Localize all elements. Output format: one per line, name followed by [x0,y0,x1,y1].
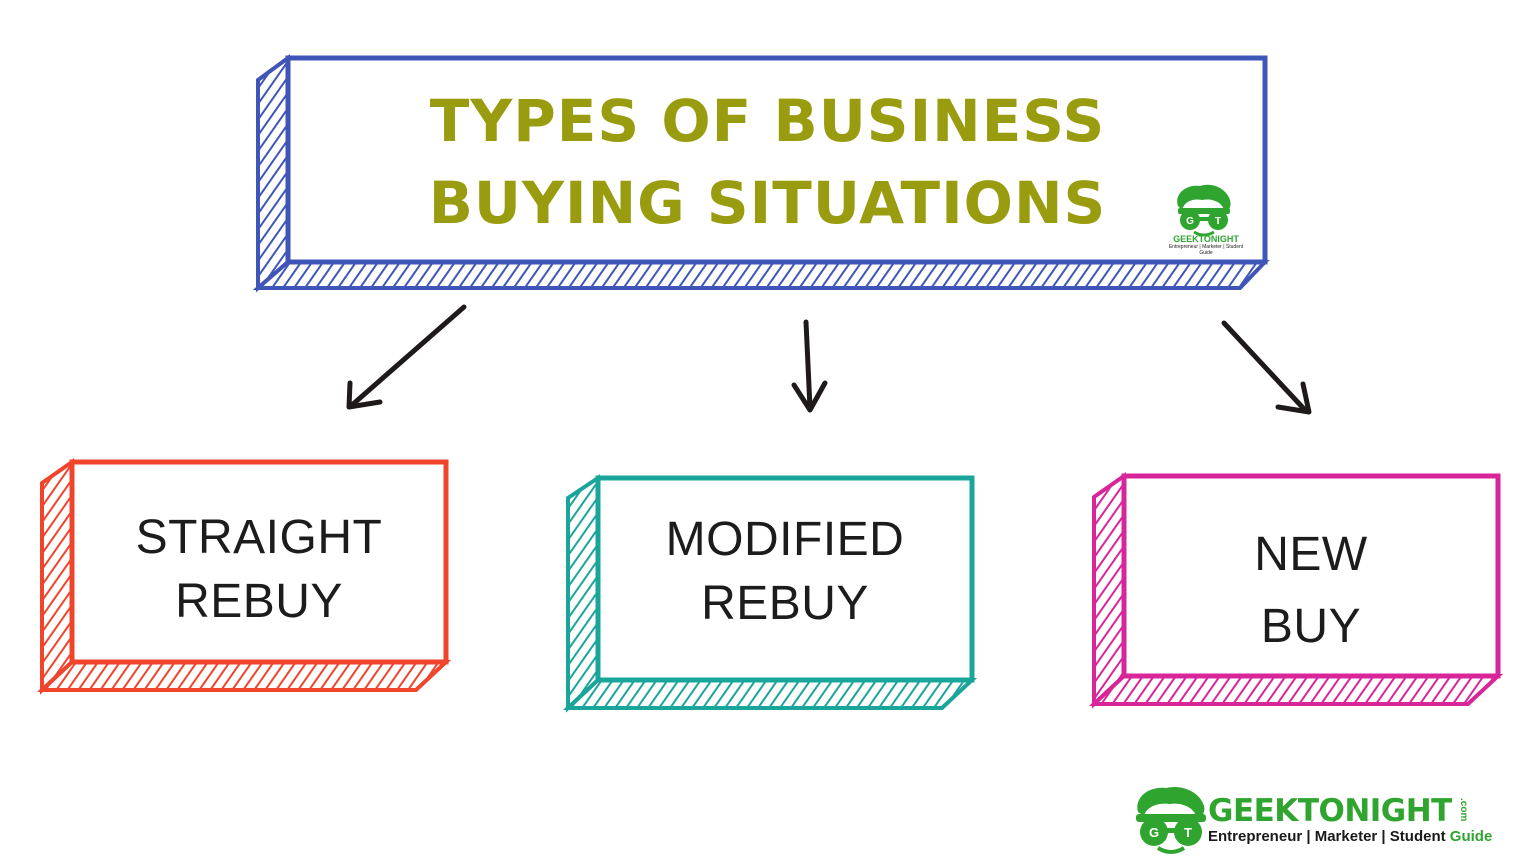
box-label-line-1: STRAIGHT [135,511,383,564]
box-label-new-buy: NEW BUY [1124,519,1498,663]
box-side [40,458,74,695]
brand-tagline-accent: Guide [1449,828,1493,845]
box-bottom [1088,674,1504,706]
arrow-left [346,304,467,410]
box-bottom [562,678,978,710]
box-label-line-1: MODIFIED [665,513,905,566]
box-side [1092,472,1126,709]
arrow-right [1221,320,1312,415]
svg-text:G: G [1149,825,1159,840]
title-box-face [285,55,1268,265]
diagram-title: TYPES OF BUSINESS BUYING SITUATIONS [295,80,1240,244]
box-new-buy [1088,472,1504,709]
box-face [595,475,975,683]
small-logo-tagline: Entrepreneur | Marketer | Student Guide [1168,244,1244,256]
title-line-2: BUYING SITUATIONS [428,169,1107,237]
box-side [566,474,600,713]
svg-text:G: G [1186,216,1194,227]
svg-text:T: T [1184,825,1192,840]
title-box-side [256,54,290,293]
box-straight-rebuy [36,458,452,695]
small-logo-name: GEEKTONIGHT [1173,234,1239,244]
box-label-line-1: NEW [1254,528,1368,581]
box-bottom [36,660,452,692]
svg-text:T: T [1215,216,1221,227]
brand-mascot-icon: G T [1136,786,1206,854]
title-box-bottom [252,260,1270,290]
arrow-center [791,319,828,413]
box-modified-rebuy [562,474,978,713]
brand-name: GEEKTONIGHT [1208,793,1452,829]
box-label-line-2: BUY [1260,600,1362,653]
brand-suffix: .com [1458,798,1469,822]
brand-tagline-main: Entrepreneur | Marketer | Student [1208,828,1450,845]
title-box [252,54,1270,293]
small-logo-mascot-icon: G T [1177,184,1231,237]
brand-logo: GEEKTONIGHT .com Entrepreneur | Marketer… [1132,784,1492,854]
brand-tagline: Entrepreneur | Marketer | Student Guide [1208,828,1492,846]
box-face [69,459,449,665]
box-label-modified-rebuy: MODIFIED REBUY [598,508,972,636]
title-line-1: TYPES OF BUSINESS [429,87,1106,155]
box-label-line-2: REBUY [175,575,343,628]
small-logo: GEEKTONIGHT Entrepreneur | Marketer | St… [1165,180,1247,256]
box-label-line-2: REBUY [701,577,869,630]
box-label-straight-rebuy: STRAIGHT REBUY [72,506,446,634]
box-face [1121,473,1501,679]
